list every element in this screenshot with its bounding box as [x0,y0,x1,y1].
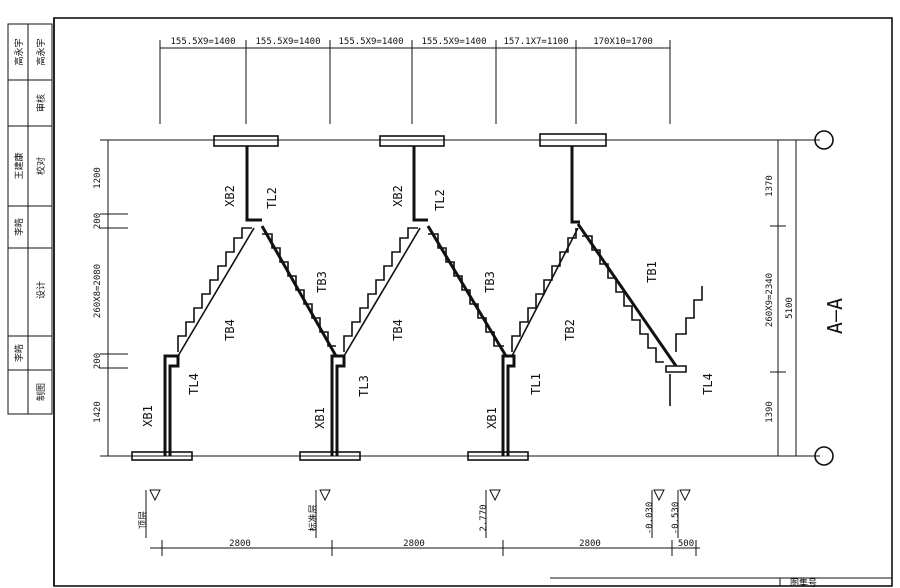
lower-flight-d [675,286,703,352]
bottom-dim-4: 500 [678,539,694,549]
footer-block: 图集号 [550,577,892,588]
right-dim-lower: 1390 [765,401,775,423]
bottom-dim-1: 2800 [229,539,251,549]
section-label: A—A [823,298,847,334]
level-marker-std [319,489,331,502]
stair-unit-c: TB2 TL1 XB1 TB1 TL4 [467,133,715,461]
label-tb3-a: TB3 [315,271,329,293]
flight-tb4-a [177,227,252,352]
right-dim-middle: 260X9=2340 [765,273,775,327]
stair-unit-b: XB2 TL2 TB3 TB4 TL3 XB1 [299,135,508,461]
tb-row1-sign: 高永宇 [13,38,25,65]
flight-tb4-b [343,227,418,352]
flight-soffit-b [343,227,421,357]
title-block: 高永宇 高永宇 审核 王建康 校对 李皓 设计 李皓 制图 [7,23,53,415]
label-xb2-b: XB2 [391,185,405,207]
right-dimensions: 1370 260X9=2340 1390 5100 [765,140,797,456]
label-xb1-b: XB1 [313,407,327,429]
label-tl3-b: TL3 [357,375,371,397]
label-tl2-b: TL2 [433,189,447,211]
label-tl4-d: TL4 [701,373,715,395]
tb-row3-sign: 王建康 [13,152,25,179]
top-dim-1: 155.5X9=1400 [170,37,235,47]
slab-top-b [379,135,445,147]
flight-tb1-d-steps [582,235,664,363]
level-markers: 顶层 标准层 2.770 -0.030 -0.530 [138,489,691,538]
label-tl2-a: TL2 [265,187,279,209]
tb-row4-role: 设计 [35,281,47,299]
slab-bottom-b [299,451,361,461]
slab-bottom-c [467,451,529,461]
level-marker-m0530 [679,489,691,502]
label-tb4-a: TB4 [223,319,237,341]
column-xb2-a [245,146,262,222]
label-xb2-a: XB2 [223,185,237,207]
flight-tb3-a-steps [262,233,336,347]
tb-row6-role: 制图 [35,383,47,401]
level-m0030-text: -0.030 [645,502,655,535]
flight-tb2-c [511,228,577,352]
label-xb1-c: XB1 [485,407,499,429]
title-block-frame [7,23,53,415]
landing-tl4-d [665,365,687,373]
label-tb2-c: TB2 [563,319,577,341]
stair-unit-a: XB2 TL2 TB3 TB4 TL4 XB1 [131,135,338,461]
level-marker-2770 [489,489,501,502]
bottom-dim-2: 2800 [403,539,425,549]
axis-bubble-bottom [814,446,834,466]
level-marker-top [149,489,161,502]
top-dim-6: 170X10=1700 [593,37,653,47]
right-dim-total: 5100 [785,297,795,319]
tb-row4-sign: 李皓 [13,218,25,236]
flight-soffit-a [177,227,255,357]
top-dim-2: 155.5X9=1400 [255,37,320,47]
left-dim-1: 1200 [93,167,103,189]
label-tb4-b: TB4 [391,319,405,341]
column-xb1-b [330,354,346,456]
tb-row5-sign: 李皓 [13,344,25,362]
top-dim-4: 155.5X9=1400 [421,37,486,47]
label-tb3-b: TB3 [483,271,497,293]
level-m0530-text: -0.530 [671,502,681,535]
left-dim-4: 200 [93,353,103,369]
label-tl4-a: TL4 [187,373,201,395]
bottom-dim-3: 2800 [579,539,601,549]
level-std-text: 标准层 [307,504,319,531]
tb-row2-role: 审核 [35,94,47,112]
top-dim-3: 155.5X9=1400 [338,37,403,47]
left-dim-2: 200 [93,213,103,229]
level-2770-text: 2.770 [479,504,489,531]
flight-soffit-c [511,227,579,357]
bottom-dimensions: 2800 2800 2800 500 [150,539,700,556]
top-dim-5: 157.1X7=1100 [503,37,568,47]
right-dim-upper: 1370 [765,175,775,197]
slab-top-a [213,135,279,147]
level-marker-m0030 [653,489,665,502]
label-xb1-a: XB1 [141,405,155,427]
column-xb1-c [501,354,516,456]
footer-drawing-no-label: 图集号 [790,577,817,588]
tb-row3-role: 校对 [35,157,47,175]
label-tl1-c: TL1 [529,373,543,395]
axis-bubble-top [814,130,834,150]
label-tb1-d: TB1 [645,261,659,283]
column-c [570,146,580,224]
left-dim-3: 260X8=2080 [93,264,103,318]
column-xb1-a [163,354,180,456]
flight-tb1-d [576,223,678,367]
slab-bottom-a [131,451,193,461]
tb-row1-name: 高永宇 [35,38,47,65]
level-top-text: 顶层 [138,511,149,529]
flight-tb3-b-steps [428,233,504,347]
top-dimensions: 155.5X9=1400 155.5X9=1400 155.5X9=1400 1… [159,37,671,124]
left-dimensions: 1200 200 260X8=2080 200 1420 [93,140,128,456]
left-dim-5: 1420 [93,401,103,423]
column-xb2-b [412,146,428,222]
